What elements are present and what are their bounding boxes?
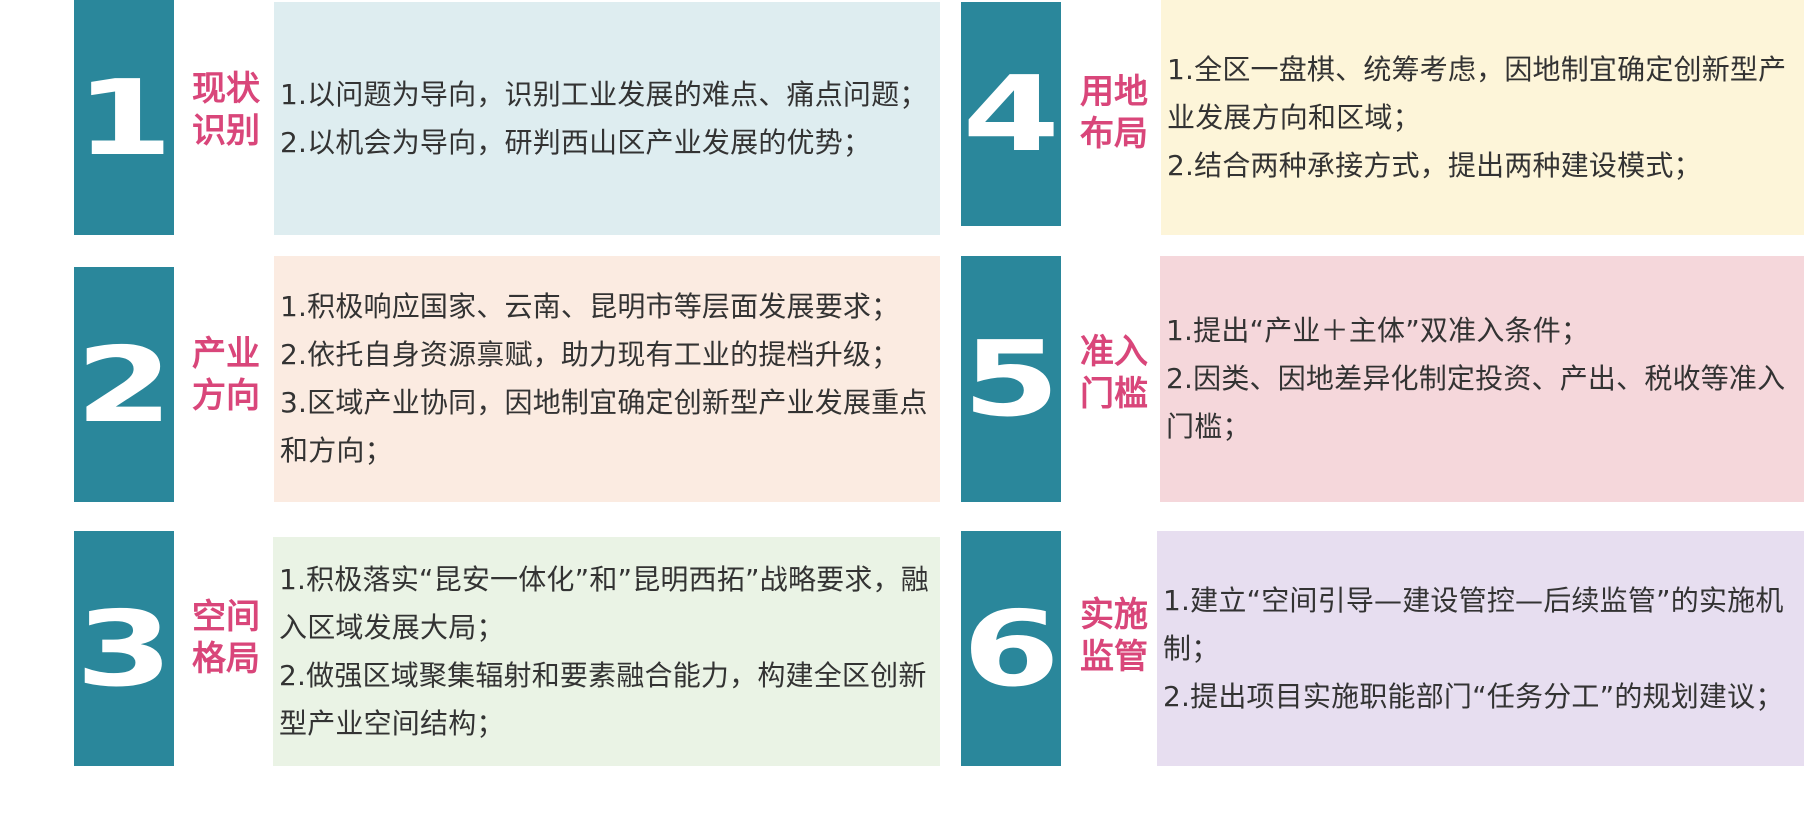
- step-label-5: 准入门槛: [1080, 332, 1148, 414]
- step-content-5: 1.提出“产业＋主体”双准入条件； 2.因类、因地差异化制定投资、产出、税收等准…: [1160, 256, 1804, 502]
- step-content-4: 1.全区一盘棋、统筹考虑，因地制宜确定创新型产业发展方向和区域； 2.结合两种承…: [1161, 0, 1804, 235]
- step-label-1: 现状识别: [192, 69, 260, 151]
- step-number-4: 4: [961, 2, 1061, 226]
- step-label-4: 用地布局: [1080, 72, 1148, 154]
- step-label-6: 实施监管: [1080, 595, 1148, 677]
- step-number-1: 1: [74, 0, 174, 235]
- step-label-2: 产业方向: [192, 334, 260, 416]
- step-content-2: 1.积极响应国家、云南、昆明市等层面发展要求； 2.依托自身资源禀赋，助力现有工…: [274, 256, 940, 502]
- step-content-3: 1.积极落实“昆安一体化”和”昆明西拓”战略要求，融入区域发展大局； 2.做强区…: [273, 537, 940, 766]
- step-label-3: 空间格局: [192, 597, 260, 679]
- step-number-3: 3: [74, 531, 174, 766]
- step-number-5: 5: [961, 256, 1061, 502]
- step-number-6: 6: [961, 531, 1061, 766]
- step-number-2: 2: [74, 267, 174, 502]
- step-content-1: 1.以问题为导向，识别工业发展的难点、痛点问题； 2.以机会为导向，研判西山区产…: [274, 2, 940, 235]
- step-content-6: 1.建立“空间引导—建设管控—后续监管”的实施机制； 2.提出项目实施职能部门“…: [1157, 531, 1804, 766]
